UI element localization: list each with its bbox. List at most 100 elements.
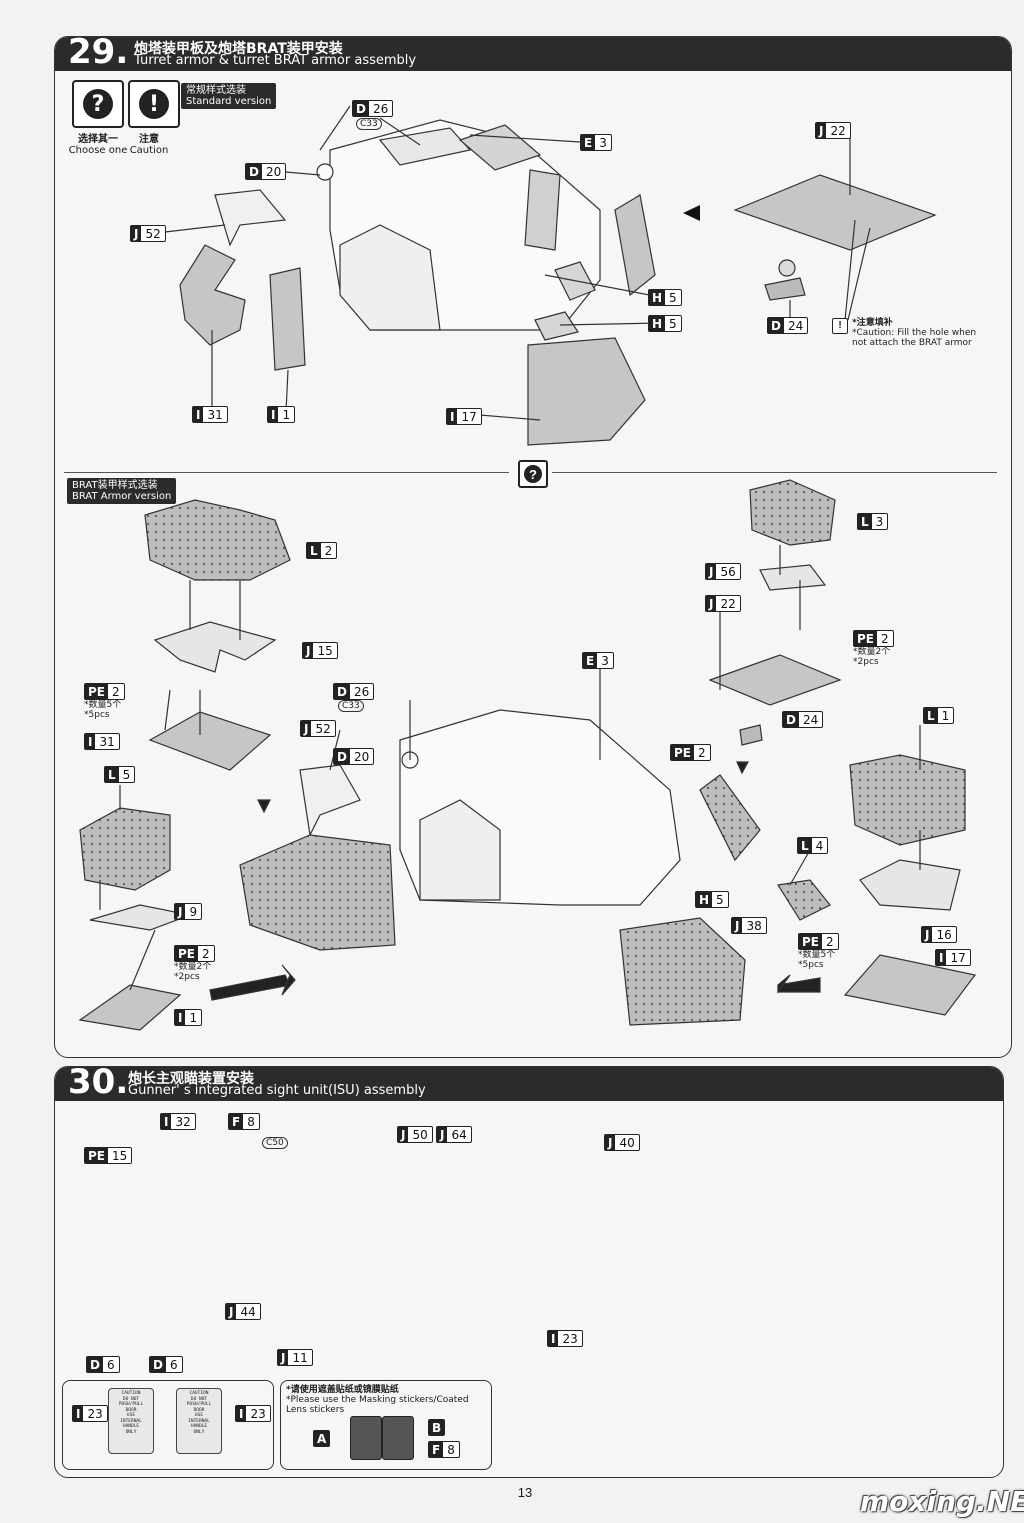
j22-plate-bottom [708, 654, 842, 706]
i1-plate-bottom [78, 984, 182, 1031]
masking-sticker-right [382, 1416, 414, 1460]
decal-line: ONLY [125, 1429, 137, 1435]
standard-version-zh: 常规样式选装 [186, 85, 246, 96]
sticker-note-en: *Please use the Masking stickers/Coated … [286, 1395, 469, 1415]
masking-sticker-left [350, 1416, 382, 1460]
step-29-title-zh: 炮塔装甲板及炮塔BRAT装甲安装 [134, 41, 343, 57]
decal-line: HANDLE [190, 1424, 208, 1429]
qty5-note-a: *数量5个 *5pcs [84, 700, 121, 720]
decal-line: INTERNAL [120, 1418, 142, 1424]
i17-plate-top [527, 337, 646, 446]
decal-line: PUSH/PULL [118, 1402, 144, 1407]
step-30-panel [54, 1066, 1004, 1478]
left-brat-block [239, 834, 396, 951]
qty2-note-b: *数量2个 *2pcs [853, 647, 890, 667]
i17-plate-bottom [843, 954, 977, 1016]
j16-plate [859, 859, 961, 911]
decal-line: INTERNAL [188, 1418, 210, 1424]
option-divider-right [552, 472, 997, 473]
qty2-note-e: *数量2个 *2pcs [174, 962, 211, 982]
brat-version-en: BRAT Armor version [72, 491, 172, 502]
choose-one-en: Choose one [68, 145, 128, 156]
question-icon: ? [524, 465, 542, 483]
caution-note: *注意填补 *Caution: Fill the hole when not a… [852, 318, 992, 348]
l1-armor-block [849, 754, 966, 846]
qty5-zh-d: *数量5个 [798, 950, 836, 960]
side-plate-bottom [699, 774, 761, 862]
step-30-header [55, 1067, 1003, 1101]
option-divider-left [64, 472, 509, 473]
question-icon: ? [83, 89, 113, 119]
i1-plate-top [269, 267, 306, 371]
decal-line: DO NOT [122, 1396, 140, 1402]
decal-line: HANDLE [122, 1424, 140, 1429]
step-30-number: 30. [68, 1062, 129, 1102]
choose-one-label: 选择其一 Choose one [68, 134, 128, 156]
qty5-zh-a: *数量5个 [84, 700, 122, 710]
watermark: moxing.NET [860, 1485, 1024, 1518]
step-29-title-en: Turret armor & turret BRAT armor assembl… [134, 53, 417, 68]
sticker-tag-a: A [313, 1430, 331, 1447]
caution-icon: ! [128, 80, 180, 128]
decal-line: CAUTION [189, 1391, 209, 1396]
decal-line: ONLY [193, 1429, 205, 1435]
qty2-en-b: *2pcs [853, 657, 879, 667]
i31-plate-top [179, 244, 246, 346]
caution-note-zh: *注意填补 [852, 318, 893, 328]
color-code-c33-bottom: C33 [338, 700, 364, 712]
qty5-en-d: *5pcs [798, 960, 824, 970]
exclamation-icon: ! [139, 89, 169, 119]
i31-plate-bottom [148, 711, 272, 771]
step-29-number: 29. [68, 32, 129, 72]
right-brat-block [619, 917, 746, 1026]
caution-en: Caution [129, 145, 169, 156]
qty5-note-d: *数量5个 *5pcs [798, 950, 835, 970]
caution-zh: 注意 [139, 134, 159, 145]
caution-label: 注意 Caution [128, 134, 170, 156]
decal-detail-box [62, 1380, 274, 1470]
j52-bracket-top [214, 189, 287, 247]
sticker-note-zh: *请使用遮盖贴纸或镜膜贴纸 [286, 1385, 399, 1395]
step-30-title-zh: 炮长主观瞄装置安装 [128, 1071, 254, 1087]
step-30-title-en: Gunner' s integrated sight unit(ISU) ass… [128, 1083, 426, 1098]
l5-armor-block [79, 807, 171, 891]
caution-note-icon: ! [832, 318, 848, 334]
qty2-en-e: *2pcs [174, 972, 200, 982]
page-number: 13 [517, 1485, 533, 1500]
brat-version-badge: BRAT装甲样式选装 BRAT Armor version [67, 478, 177, 504]
